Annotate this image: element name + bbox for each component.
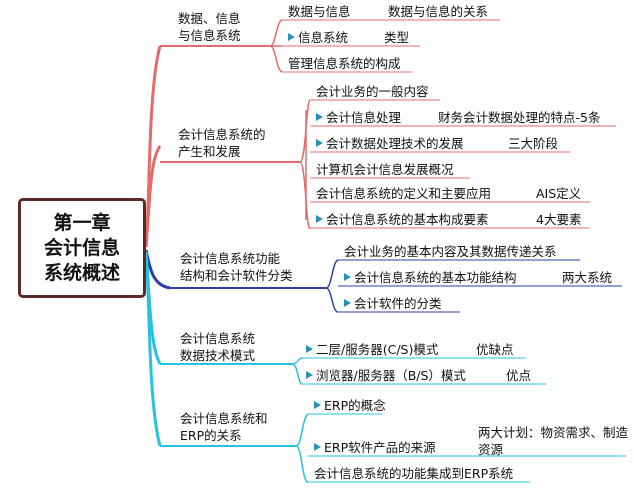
node-note: 财务会计数据处理的特点-5条 [438,110,601,125]
flag-icon [288,33,295,41]
root-line: 第一章 [53,211,111,234]
node-note: 两大计划：物资需求、制造资源 [478,425,629,457]
node-note: 优点 [506,368,532,383]
node-note: 两大系统 [562,270,613,285]
flag-icon [316,215,323,223]
trunk-lower-b [144,251,162,365]
flag-icon [316,139,323,147]
node-flagged[interactable]: ERP的概念 [314,398,386,414]
node-note: 优缺点 [476,342,514,357]
flag-icon [344,299,351,307]
flag-icon [306,345,313,353]
branch-5-label[interactable]: 会计信息系统和 ERP的关系 [180,411,268,443]
branch-4-label[interactable]: 会计信息系统 数据技术模式 [180,331,256,363]
node-text[interactable]: 会计信息系统的定义和主要应用 [316,186,492,201]
flag-icon [344,273,351,281]
node-text[interactable]: 会计业务的一般内容 [316,84,429,99]
node-note: 数据与信息的关系 [388,4,489,19]
node-note: AIS定义 [536,186,582,201]
node-flagged[interactable]: 会计信息系统的基本构成要素 [316,212,489,228]
node-flagged[interactable]: 会计软件的分类 [344,296,442,312]
branch-2-label[interactable]: 会计信息系统的 产生和发展 [178,127,266,159]
node-flagged[interactable]: 信息系统 [288,30,348,46]
node-text[interactable]: 会计业务的基本内容及其数据传递关系 [344,244,557,259]
node-note: 类型 [384,30,410,45]
root-line: 会计信息 [43,236,120,259]
trunk-upper-b [144,145,162,248]
node-note: 三大阶段 [508,136,559,151]
flag-icon [316,113,323,121]
node-flagged[interactable]: 会计数据处理技术的发展 [316,136,464,152]
root-line: 系统概述 [43,261,120,284]
node-text[interactable]: 数据与信息 [288,4,351,19]
node-flagged[interactable]: 二层/服务器(C/S)模式 [306,342,438,358]
node-flagged[interactable]: 浏览器/服务器（B/S）模式 [306,368,466,384]
node-text[interactable]: 计算机会计信息发展概况 [316,162,454,177]
node-text[interactable]: 会计信息系统的功能集成到ERP系统 [314,466,514,481]
root-topic[interactable]: 第一章 会计信息 系统概述 [18,198,146,298]
node-text[interactable]: 管理信息系统的构成 [288,56,401,71]
node-flagged[interactable]: 会计信息处理 [316,110,401,126]
flag-icon [306,371,313,379]
branch-3-label[interactable]: 会计信息系统功能 结构和会计软件分类 [180,251,293,283]
flag-icon [314,443,321,451]
node-flagged[interactable]: 会计信息系统的基本功能结构 [344,270,517,286]
node-flagged[interactable]: ERP软件产品的来源 [314,440,436,456]
branch-1-label[interactable]: 数据、信息 与信息系统 [178,11,241,43]
node-note: 4大要素 [536,212,582,227]
flag-icon [314,401,321,409]
